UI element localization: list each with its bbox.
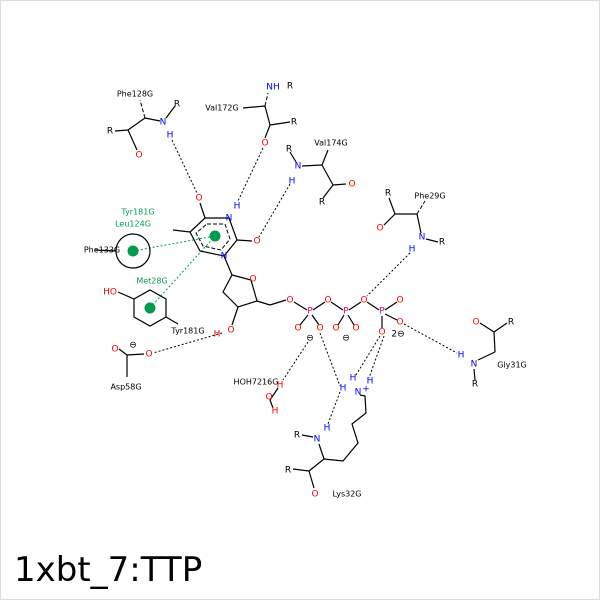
svg-text:O: O [294,324,301,334]
svg-text:H: H [367,377,374,387]
residue-bonds [94,92,508,489]
svg-text:R: R [294,431,300,441]
svg-text:N: N [355,388,362,398]
svg-text:P: P [379,307,385,317]
svg-text:R: R [385,189,391,199]
svg-text:O: O [324,296,331,306]
svg-text:N: N [419,233,426,243]
svg-text:+: + [362,385,370,395]
svg-text:H: H [167,131,174,141]
svg-text:⊖: ⊖ [306,334,314,344]
svg-text:O: O [249,275,256,285]
svg-text:O: O [352,324,359,334]
svg-text:O: O [265,393,272,403]
svg-text:O: O [135,151,142,161]
svg-text:O: O [376,224,383,234]
svg-text:O: O [253,237,260,247]
residue-asp58: Asp58G [110,383,141,392]
hydrophobic-centroids [127,230,221,314]
ligand-ttp [172,202,398,328]
svg-text:P: P [307,307,313,317]
svg-text:O: O [378,328,385,338]
svg-text:⊖: ⊖ [129,341,137,351]
svg-text:H: H [277,381,284,391]
svg-text:⊖: ⊖ [342,334,350,344]
svg-text:R: R [508,318,514,328]
svg-text:H: H [350,374,357,384]
residue-phe128: Phe128G [117,90,153,99]
svg-text:O: O [396,318,403,328]
residue-lys32: Lys32G [332,490,361,499]
svg-text:R: R [319,198,325,208]
hydrophobic-contacts [132,235,216,309]
svg-text:N: N [221,252,228,262]
svg-text:N: N [314,435,321,445]
svg-text:O: O [195,194,202,204]
svg-text:R: R [174,100,180,110]
residue-gly31: Gly31G [497,361,527,370]
residue-tyr181: Tyr181G [170,327,204,336]
svg-text:O: O [145,350,152,360]
svg-text:O: O [396,296,403,306]
svg-text:H: H [324,424,331,434]
svg-text:O: O [348,180,355,190]
svg-text:N: N [160,118,167,128]
residue-leu124: Leu124G [115,220,151,229]
svg-text:O: O [286,296,293,306]
residue-tyr181-hydrophobic: Tyr181G [120,208,154,217]
svg-text:H: H [289,177,296,187]
residue-phe133: Phe133G [84,246,120,255]
water-hoh7216: HOH7216G [234,378,279,387]
svg-text:H: H [234,202,241,212]
svg-text:H: H [340,384,347,394]
residue-val172: Val172G [205,104,238,113]
residue-met28: Met28G [136,277,167,286]
svg-text:2⊖: 2⊖ [391,330,404,340]
svg-text:N: N [226,214,233,224]
svg-text:O: O [261,139,268,149]
svg-text:H: H [409,245,416,255]
svg-text:R: R [285,466,291,476]
atom-labels: O N H O N O O H O P O P O P O O O O O O … [103,82,514,500]
svg-text:R: R [439,238,445,248]
svg-text:NH: NH [266,83,280,93]
svg-text:R: R [286,145,292,155]
svg-text:R: R [287,82,293,92]
svg-text:P: P [343,307,349,317]
svg-text:H: H [272,407,279,417]
svg-text:HO: HO [103,288,117,298]
svg-text:R: R [107,127,113,137]
residue-phe29: Phe29G [414,192,445,201]
svg-text:N: N [295,162,302,172]
svg-text:O: O [472,318,479,328]
svg-text:O: O [111,345,118,355]
residue-val174: Val174G [314,139,347,148]
residue-labels: Phe128G Val172G Val174G Phe29G Gly31G Ly… [84,90,527,499]
svg-text:O: O [332,324,339,334]
svg-text:O: O [360,296,367,306]
svg-text:H: H [458,351,465,361]
svg-text:N: N [471,360,478,370]
diagram-title: 1xbt_7:TTP [14,550,203,590]
svg-text:H: H [214,330,221,340]
svg-text:O: O [316,324,323,334]
hydrogen-bonds [152,139,458,425]
svg-text:R: R [472,380,478,390]
svg-text:R: R [291,118,297,128]
svg-text:O: O [311,490,318,500]
svg-text:O: O [227,326,234,336]
